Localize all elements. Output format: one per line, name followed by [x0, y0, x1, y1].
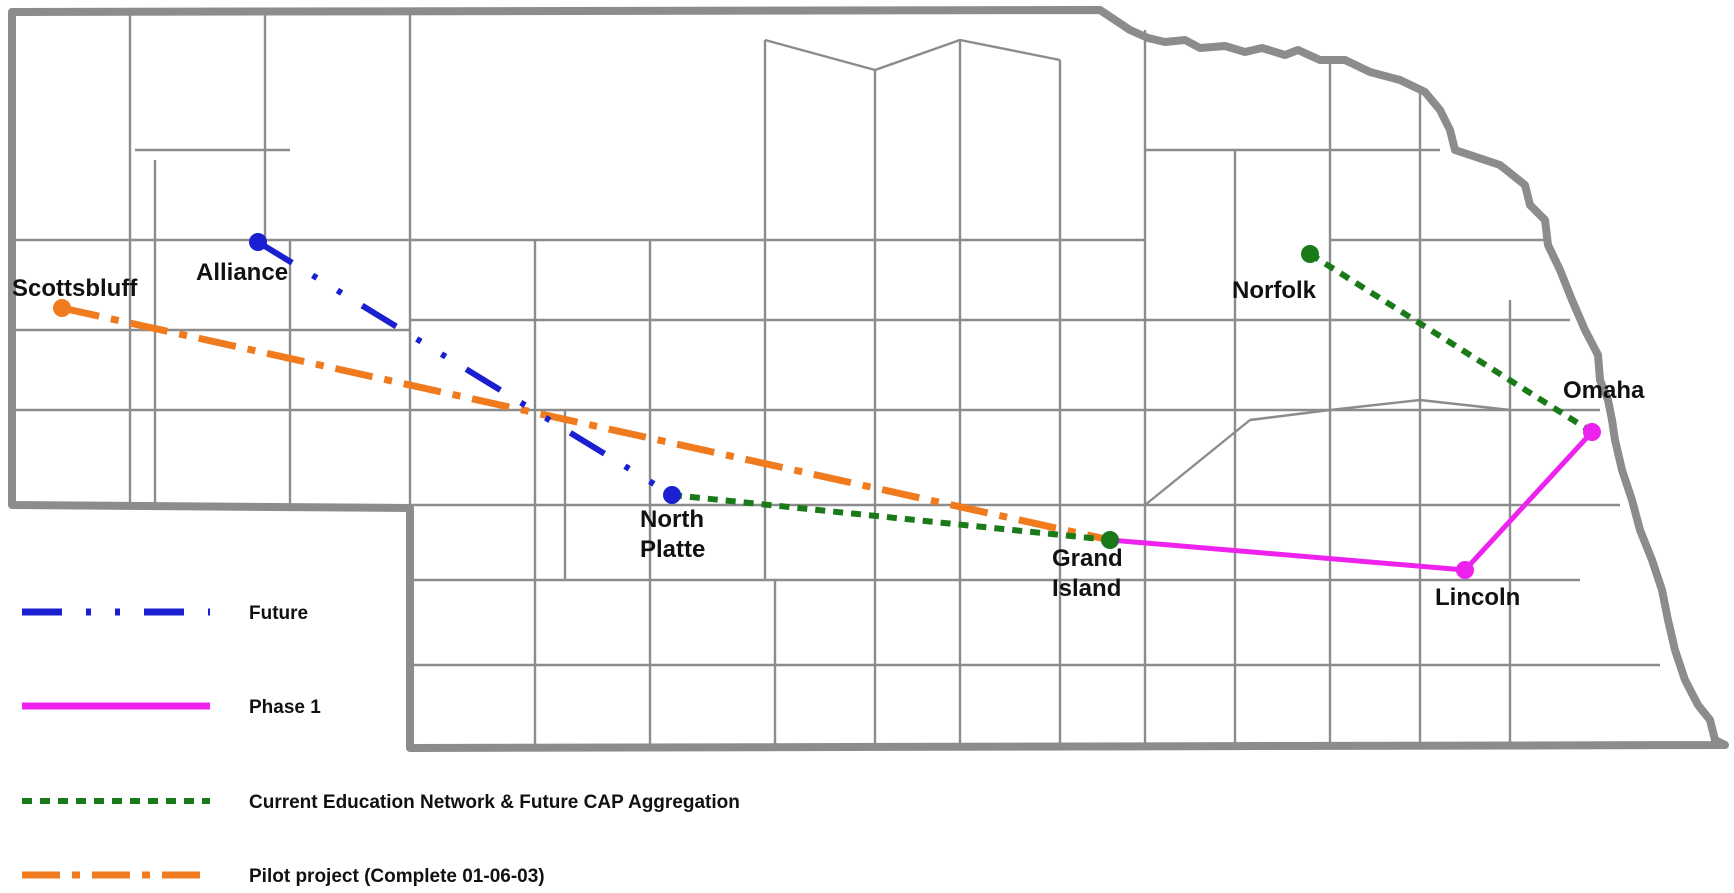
state-border — [8, 6, 1729, 752]
legend-item-education: Current Education Network & Future CAP A… — [22, 792, 740, 813]
norfolk-marker — [1301, 245, 1319, 263]
future-line — [256, 239, 674, 498]
legend-label-phase1: Phase 1 — [249, 697, 321, 718]
route-future — [256, 239, 674, 498]
city-labels: Scottsbluff Alliance North Platte Grand … — [12, 259, 1645, 611]
omaha-marker — [1583, 423, 1601, 441]
legend-label-pilot: Pilot project (Complete 01-06-03) — [249, 866, 545, 887]
city-label-omaha: Omaha — [1563, 377, 1645, 404]
city-label-grand-island-line1: Grand — [1052, 545, 1123, 572]
city-label-lincoln: Lincoln — [1435, 584, 1520, 611]
city-label-north-platte-line1: North — [640, 506, 704, 533]
scottsbluff-marker — [53, 299, 71, 317]
north-platte-marker — [663, 486, 681, 504]
lincoln-marker — [1456, 561, 1474, 579]
grand-island-marker — [1101, 531, 1119, 549]
city-label-alliance: Alliance — [196, 259, 288, 286]
city-label-scottsbluff: Scottsbluff — [12, 275, 138, 302]
legend-item-phase1: Phase 1 — [22, 697, 321, 718]
legend-label-education: Current Education Network & Future CAP A… — [249, 792, 740, 813]
legend: Future Phase 1 Current Education Network… — [22, 603, 740, 887]
pilot-line — [61, 304, 1111, 544]
alliance-marker — [249, 233, 267, 251]
education-line-east — [1308, 251, 1594, 435]
route-pilot — [61, 304, 1111, 544]
education-line-west — [671, 492, 1111, 543]
legend-item-pilot: Pilot project (Complete 01-06-03) — [22, 866, 545, 887]
city-label-north-platte-line2: Platte — [640, 536, 705, 563]
legend-item-future: Future — [22, 603, 308, 624]
county-lines — [12, 12, 1660, 748]
route-education — [671, 251, 1594, 543]
city-label-grand-island-line2: Island — [1052, 575, 1121, 602]
city-label-norfolk: Norfolk — [1232, 277, 1317, 304]
city-markers — [53, 233, 1601, 579]
legend-label-future: Future — [249, 603, 308, 624]
